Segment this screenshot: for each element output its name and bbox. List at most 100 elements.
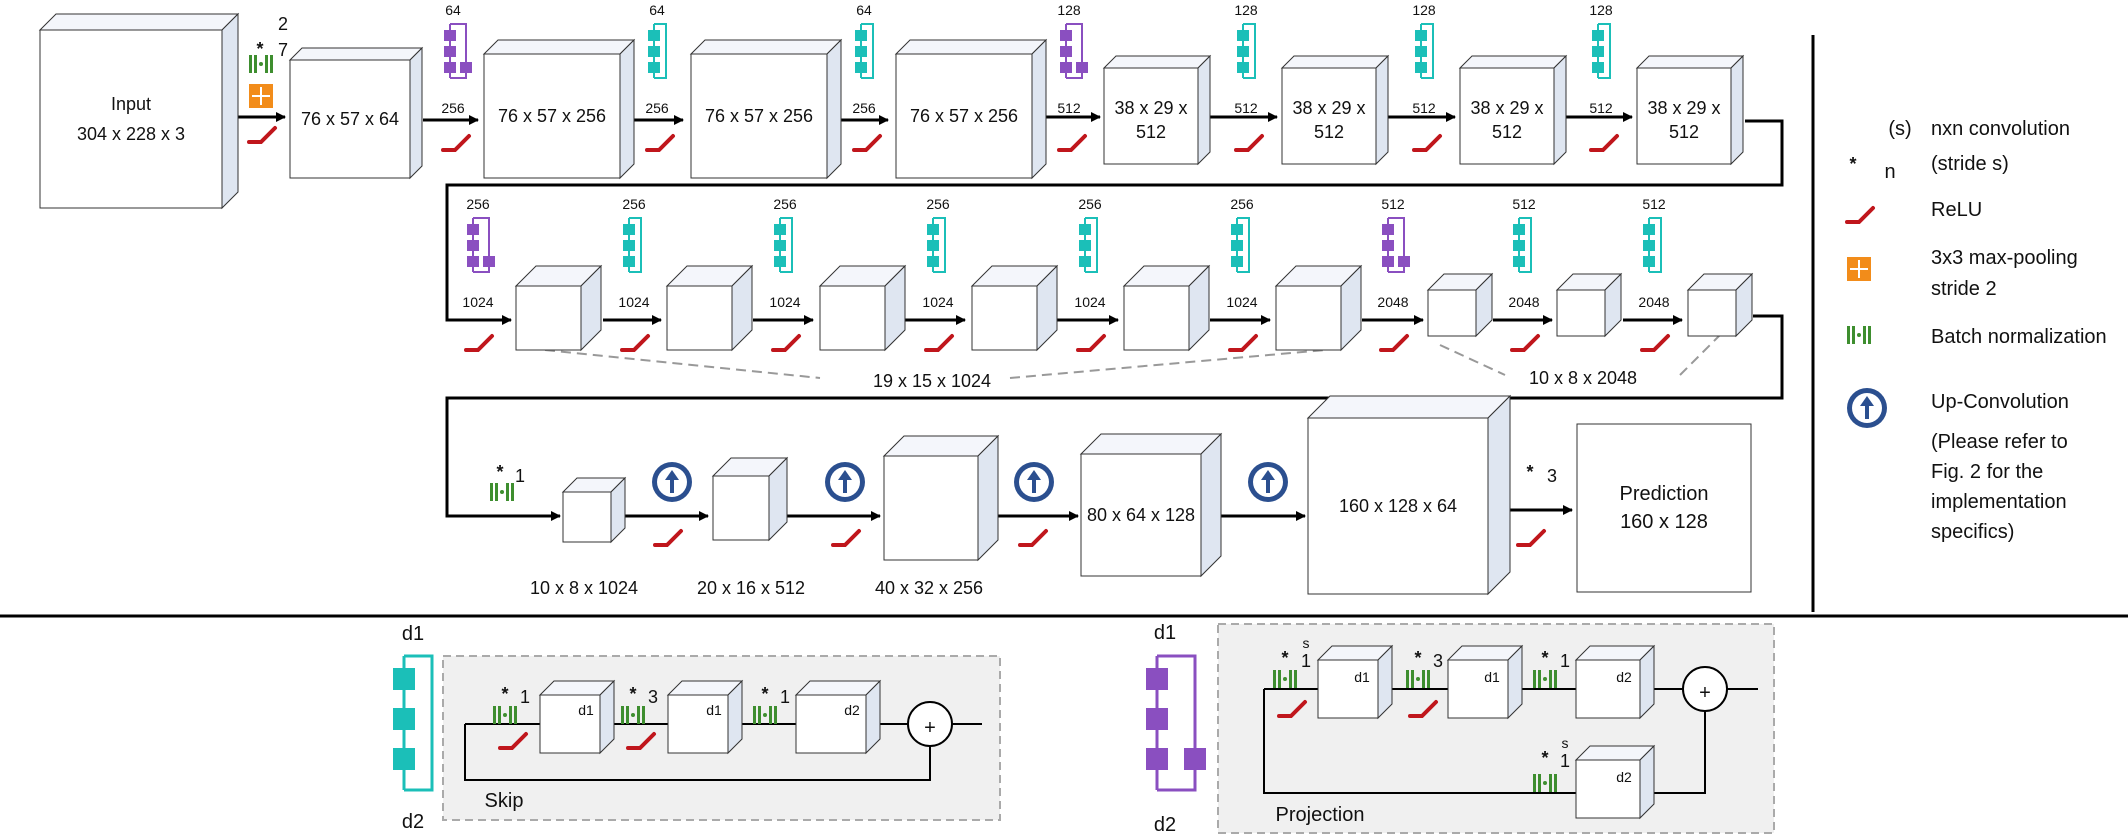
block-dims: 76 x 57 x 256 — [498, 106, 606, 126]
residual-projection-icon — [1382, 217, 1410, 273]
relu-icon — [1379, 334, 1409, 352]
row2-block — [1274, 264, 1363, 352]
relu-icon — [1845, 206, 1875, 224]
row2-block — [1555, 272, 1623, 338]
residual-d2: 256 — [441, 100, 465, 116]
block-dims: 38 x 29 x — [1114, 98, 1187, 118]
skip-caption: Skip — [485, 790, 524, 812]
relu-icon — [1516, 529, 1546, 547]
first-conv-kernel: 7 — [278, 40, 288, 60]
residual-d1: 256 — [1078, 196, 1102, 212]
skip-conv-kernel: 1 — [780, 687, 790, 707]
legend-conv-n: n — [1884, 161, 1895, 183]
relu-icon — [464, 334, 494, 352]
projection-conv-block — [1574, 744, 1656, 820]
input-dims: 304 x 228 x 3 — [77, 124, 185, 144]
residual-skip-icon — [648, 23, 667, 79]
row1-block — [689, 38, 843, 180]
relu-icon — [620, 334, 650, 352]
block-dims: 160 x 128 x 64 — [1339, 496, 1457, 516]
block-dims: 512 — [1136, 122, 1166, 142]
skip-conv-block — [666, 679, 744, 755]
row2-block — [665, 264, 754, 352]
batchnorm-icon — [493, 706, 517, 724]
projection-conv-block — [1316, 644, 1394, 720]
residual-projection-icon — [467, 217, 495, 273]
skip-d1-label: d1 — [402, 623, 424, 645]
conv-icon: * — [1526, 462, 1533, 482]
add-node — [1682, 666, 1728, 712]
row1-block — [1635, 54, 1745, 166]
proj-box-label: d2 — [1616, 769, 1632, 785]
upconv-icon — [825, 462, 865, 502]
conv-icon: * — [1281, 648, 1288, 668]
batchnorm-icon — [1533, 774, 1557, 792]
relu-icon — [626, 732, 656, 750]
row2-block — [1122, 264, 1211, 352]
residual-d1: 128 — [1589, 2, 1613, 18]
conv-icon: * — [501, 684, 508, 704]
conv-icon: * — [1414, 648, 1421, 668]
legend-pool-stride: stride 2 — [1931, 278, 1997, 300]
residual-skip-icon — [1079, 217, 1098, 273]
group-brackets — [544, 334, 1721, 379]
relu-icon — [645, 134, 675, 152]
batchnorm-icon — [1533, 670, 1557, 688]
conv-icon: * — [1541, 748, 1548, 768]
block-dims: 76 x 57 x 256 — [910, 106, 1018, 126]
conv-icon: * — [256, 39, 263, 59]
row1-block — [894, 38, 1048, 180]
proj-box-label: d2 — [1616, 669, 1632, 685]
block-dims: 38 x 29 x — [1647, 98, 1720, 118]
row3-block — [711, 456, 789, 542]
block-dims: 80 x 64 x 128 — [1087, 505, 1195, 525]
residual-d2: 1024 — [618, 294, 649, 310]
legend-conv-s: (s) — [1888, 118, 1911, 140]
block-dims: 512 — [1314, 122, 1344, 142]
prediction-box — [1576, 423, 1752, 593]
skip-d2-label: d2 — [402, 811, 424, 833]
conv-icon: * — [629, 684, 636, 704]
skip-box-label: d1 — [578, 702, 594, 718]
conv-kernel: 1 — [515, 466, 525, 486]
maxpool-icon — [249, 84, 273, 108]
relu-icon — [441, 134, 471, 152]
residual-d1: 512 — [1512, 196, 1536, 212]
residual-d2: 1024 — [769, 294, 800, 310]
row1-block — [1102, 54, 1212, 166]
relu-icon — [653, 529, 683, 547]
group-label-2048: 10 x 8 x 2048 — [1529, 368, 1637, 388]
add-sign: + — [924, 717, 936, 739]
row3-block — [1306, 394, 1512, 596]
row2-block — [970, 264, 1059, 352]
relu-icon — [1057, 134, 1087, 152]
row2-block — [1426, 272, 1494, 338]
input-label: Input — [111, 94, 151, 114]
legend-note: specifics) — [1931, 521, 2014, 543]
proj-conv4-kernel: 1 — [1560, 751, 1570, 771]
projection-conv-block — [1446, 644, 1524, 720]
relu-icon — [1228, 334, 1258, 352]
residual-skip-icon — [774, 217, 793, 273]
residual-projection-icon — [1060, 23, 1088, 79]
residual-d2: 1024 — [922, 294, 953, 310]
relu-icon — [1408, 700, 1438, 718]
residual-d1: 256 — [1230, 196, 1254, 212]
projection-caption: Projection — [1276, 804, 1365, 826]
skip-block-icon — [393, 654, 434, 792]
row1-block — [288, 46, 424, 180]
relu-icon — [771, 334, 801, 352]
conv-icon: * — [496, 462, 503, 482]
batchnorm-icon — [621, 706, 645, 724]
maxpool-icon — [1847, 257, 1871, 281]
batchnorm-icon — [1847, 326, 1871, 344]
row3-block — [1079, 432, 1223, 578]
relu-icon — [831, 529, 861, 547]
proj-box-label: d1 — [1484, 669, 1500, 685]
residual-skip-icon — [1643, 217, 1662, 273]
residual-d2: 256 — [852, 100, 876, 116]
residual-skip-icon — [623, 217, 642, 273]
residual-d1: 256 — [466, 196, 490, 212]
residual-d1: 512 — [1642, 196, 1666, 212]
skip-conv-kernel: 3 — [648, 687, 658, 707]
